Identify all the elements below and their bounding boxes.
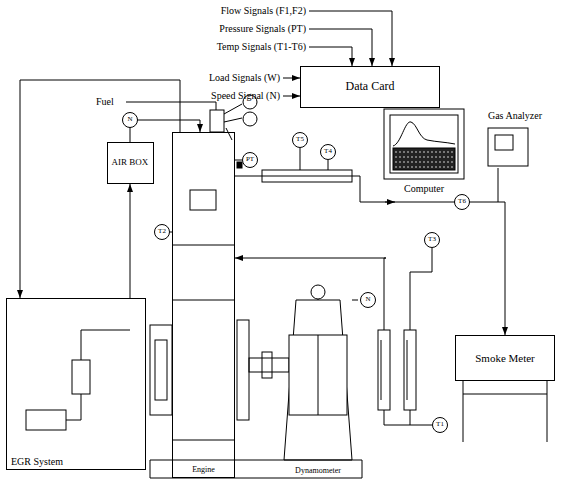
screen-curve — [393, 122, 455, 146]
screen-table — [393, 148, 455, 170]
analyzer-case — [488, 128, 528, 166]
pipe-connector — [235, 176, 505, 335]
sensor-label: N — [365, 296, 370, 304]
sensor-circle: T5 — [292, 132, 308, 148]
dynamometer-drawing — [284, 285, 358, 460]
smoke-meter-box: Smoke Meter — [455, 335, 555, 381]
gas-sample-line — [498, 168, 499, 202]
air-box: AIR BOX — [107, 142, 154, 184]
signal-label: Flow Signals (F1,F2) — [221, 5, 306, 17]
pipe-connector — [130, 120, 200, 142]
monitor-frame — [384, 109, 464, 179]
rotameters — [378, 248, 432, 425]
signal-label: Speed Signal (N) — [211, 90, 280, 102]
engine-details — [150, 160, 386, 440]
node-label: Engine — [192, 466, 215, 475]
gas-analyzer: Gas Analyzer — [478, 110, 552, 168]
node-label: Smoke Meter — [475, 352, 535, 364]
node-label: Gas Analyzer — [488, 110, 542, 121]
speed-sensor: N — [360, 292, 376, 308]
coupling-shaft — [237, 320, 289, 420]
node-label: Dynamometer — [295, 467, 341, 476]
speed-sensor: N — [122, 112, 138, 128]
pipe-connector — [20, 80, 180, 298]
sensor-label: T5 — [296, 136, 304, 144]
dynamometer: Dynamometer — [278, 282, 358, 478]
smoke-meter-stand — [463, 381, 547, 442]
sensor-label: N — [127, 116, 132, 124]
sensor-label: T6 — [458, 198, 466, 206]
signal-label: Load Signals (W) — [209, 72, 280, 84]
data-card-box: Data Card — [300, 66, 440, 108]
sensor-label: T3 — [428, 236, 436, 244]
sensor-label: T4 — [324, 148, 332, 156]
sensor-label: T2 — [158, 228, 166, 236]
signal-label: Pressure Signals (PT) — [219, 23, 306, 35]
egr-components — [26, 330, 130, 430]
sensor-circle: T3 — [424, 232, 440, 248]
analyzer-display — [495, 135, 513, 150]
fuel-line — [126, 95, 257, 140]
sensor-label: PT — [246, 156, 254, 164]
sensor-label: T1 — [436, 421, 444, 429]
node-label: Data Card — [346, 80, 395, 93]
fuel-label: Fuel — [96, 96, 114, 108]
pressure-sensor: PT — [242, 152, 258, 168]
node-label: Computer — [404, 183, 444, 194]
sensor-circle: T1 — [432, 417, 448, 433]
monitor-screen — [390, 115, 458, 173]
monitor-drawing — [383, 108, 465, 196]
pipe-connector — [130, 184, 131, 298]
signal-label: Temp Signals (T1-T6) — [217, 41, 306, 53]
computer-monitor: Computer — [383, 108, 465, 196]
node-label: EGR System — [11, 456, 63, 467]
sensor-circle: T4 — [320, 144, 336, 160]
sensor-circle: T6 — [454, 194, 470, 210]
node-label: AIR BOX — [112, 158, 149, 168]
base-plate — [150, 460, 362, 478]
egr-system-box: EGR System — [6, 298, 146, 470]
sensor-circle: T2 — [154, 224, 170, 240]
engine-block: Engine — [172, 132, 235, 478]
